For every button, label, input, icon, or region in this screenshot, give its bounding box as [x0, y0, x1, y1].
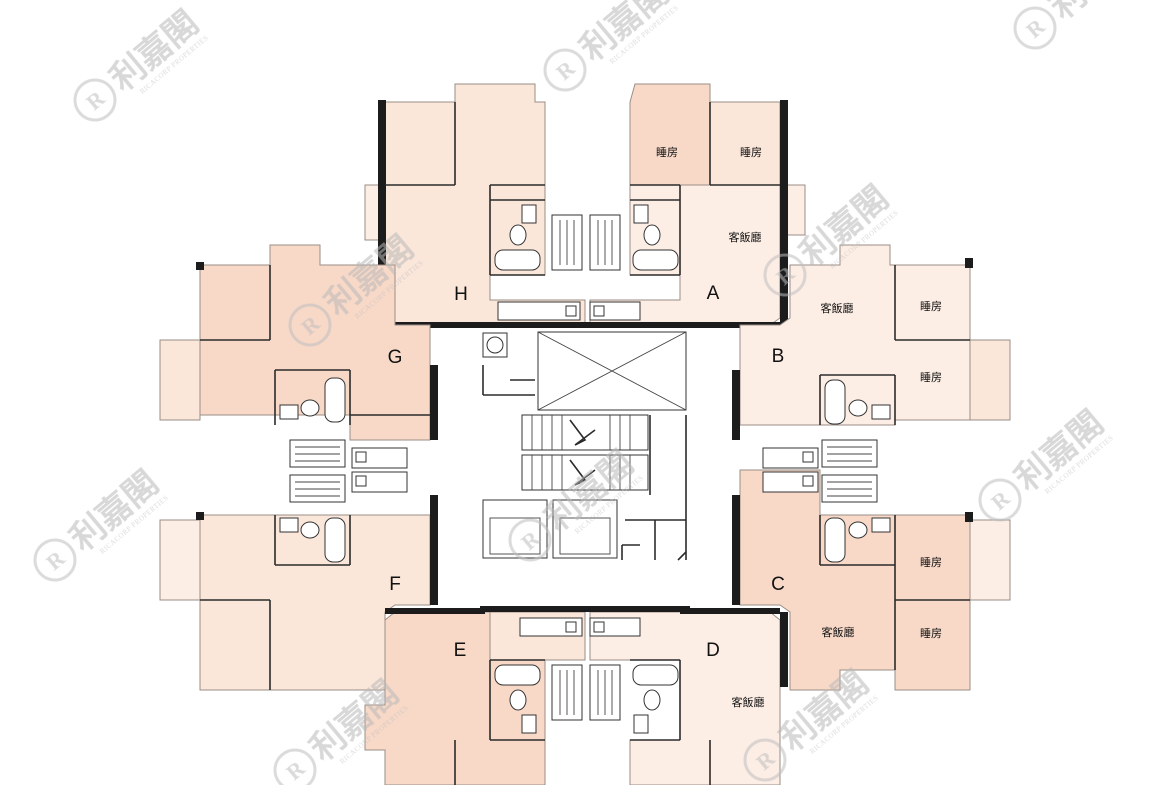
svg-text:R: R: [81, 85, 110, 115]
unit-g: [159, 244, 438, 469]
room-label: 睡房: [920, 371, 942, 384]
watermark-logo-icon: [508, 518, 552, 562]
unit-label-g: G: [388, 347, 403, 368]
lift-lobby-right: [821, 439, 878, 503]
room-label: 睡房: [920, 300, 942, 313]
svg-text:利嘉閣: 利嘉閣: [1043, 0, 1147, 27]
unit-d: [589, 608, 788, 785]
room-label: 客飯廳: [822, 625, 855, 639]
unit-label-f: F: [389, 574, 401, 595]
watermark-logo-icon: [763, 253, 807, 297]
watermark-logo-icon: [978, 478, 1022, 522]
watermarks: R 利嘉閣 RICACORP PROPERTIES R 利嘉閣 RICACORP…: [33, 0, 1147, 785]
room-label: 客飯廳: [821, 301, 854, 315]
room-label: 客飯廳: [732, 695, 765, 709]
watermark-logo-icon: [33, 538, 77, 582]
svg-text:R: R: [551, 55, 580, 85]
watermark-logo-icon: [288, 303, 332, 347]
unit-label-d: D: [706, 640, 720, 661]
unit-label-h: H: [454, 284, 468, 305]
svg-text:利嘉閣: 利嘉閣: [573, 0, 677, 69]
svg-text:R: R: [986, 485, 1015, 515]
unit-a: [589, 83, 806, 328]
unit-c: [732, 469, 1011, 691]
watermark-logo-icon: [1013, 6, 1057, 50]
room-label: 睡房: [920, 556, 942, 569]
room-label: 睡房: [920, 627, 942, 640]
watermark: R 利嘉閣: [1013, 0, 1147, 50]
unit-label-a: A: [707, 283, 720, 304]
watermark: R 利嘉閣 RICACORP PROPERTIES: [978, 403, 1115, 522]
svg-text:R: R: [1021, 13, 1050, 43]
watermark-logo-icon: [743, 738, 787, 782]
watermark-logo-icon: [73, 78, 117, 122]
svg-text:R: R: [41, 545, 70, 575]
watermark: R 利嘉閣 RICACORP PROPERTIES: [33, 463, 170, 582]
central-core: [480, 322, 690, 612]
unit-e: [364, 608, 586, 785]
unit-label-e: E: [454, 640, 467, 661]
svg-text:R: R: [281, 755, 310, 785]
room-label: 客飯廳: [729, 230, 762, 244]
lift-lobby-top: [551, 214, 621, 271]
unit-label-b: B: [772, 346, 785, 367]
watermark: R 利嘉閣 RICACORP PROPERTIES: [73, 3, 210, 122]
room-label: 睡房: [740, 146, 762, 159]
room-labels: 睡房 睡房 客飯廳 客飯廳 睡房 睡房 睡房 客飯廳 睡房 客飯廳: [656, 146, 942, 709]
watermark-logo-icon: [273, 748, 317, 785]
lift-lobby-bottom: [551, 664, 621, 721]
unit-f: [159, 471, 438, 691]
unit-labels: H A G B F C E D: [388, 283, 785, 661]
lift-lobby-left: [289, 439, 346, 503]
room-label: 睡房: [656, 146, 678, 159]
unit-h: [364, 83, 586, 328]
watermark-logo-icon: [543, 48, 587, 92]
unit-label-c: C: [771, 574, 785, 595]
